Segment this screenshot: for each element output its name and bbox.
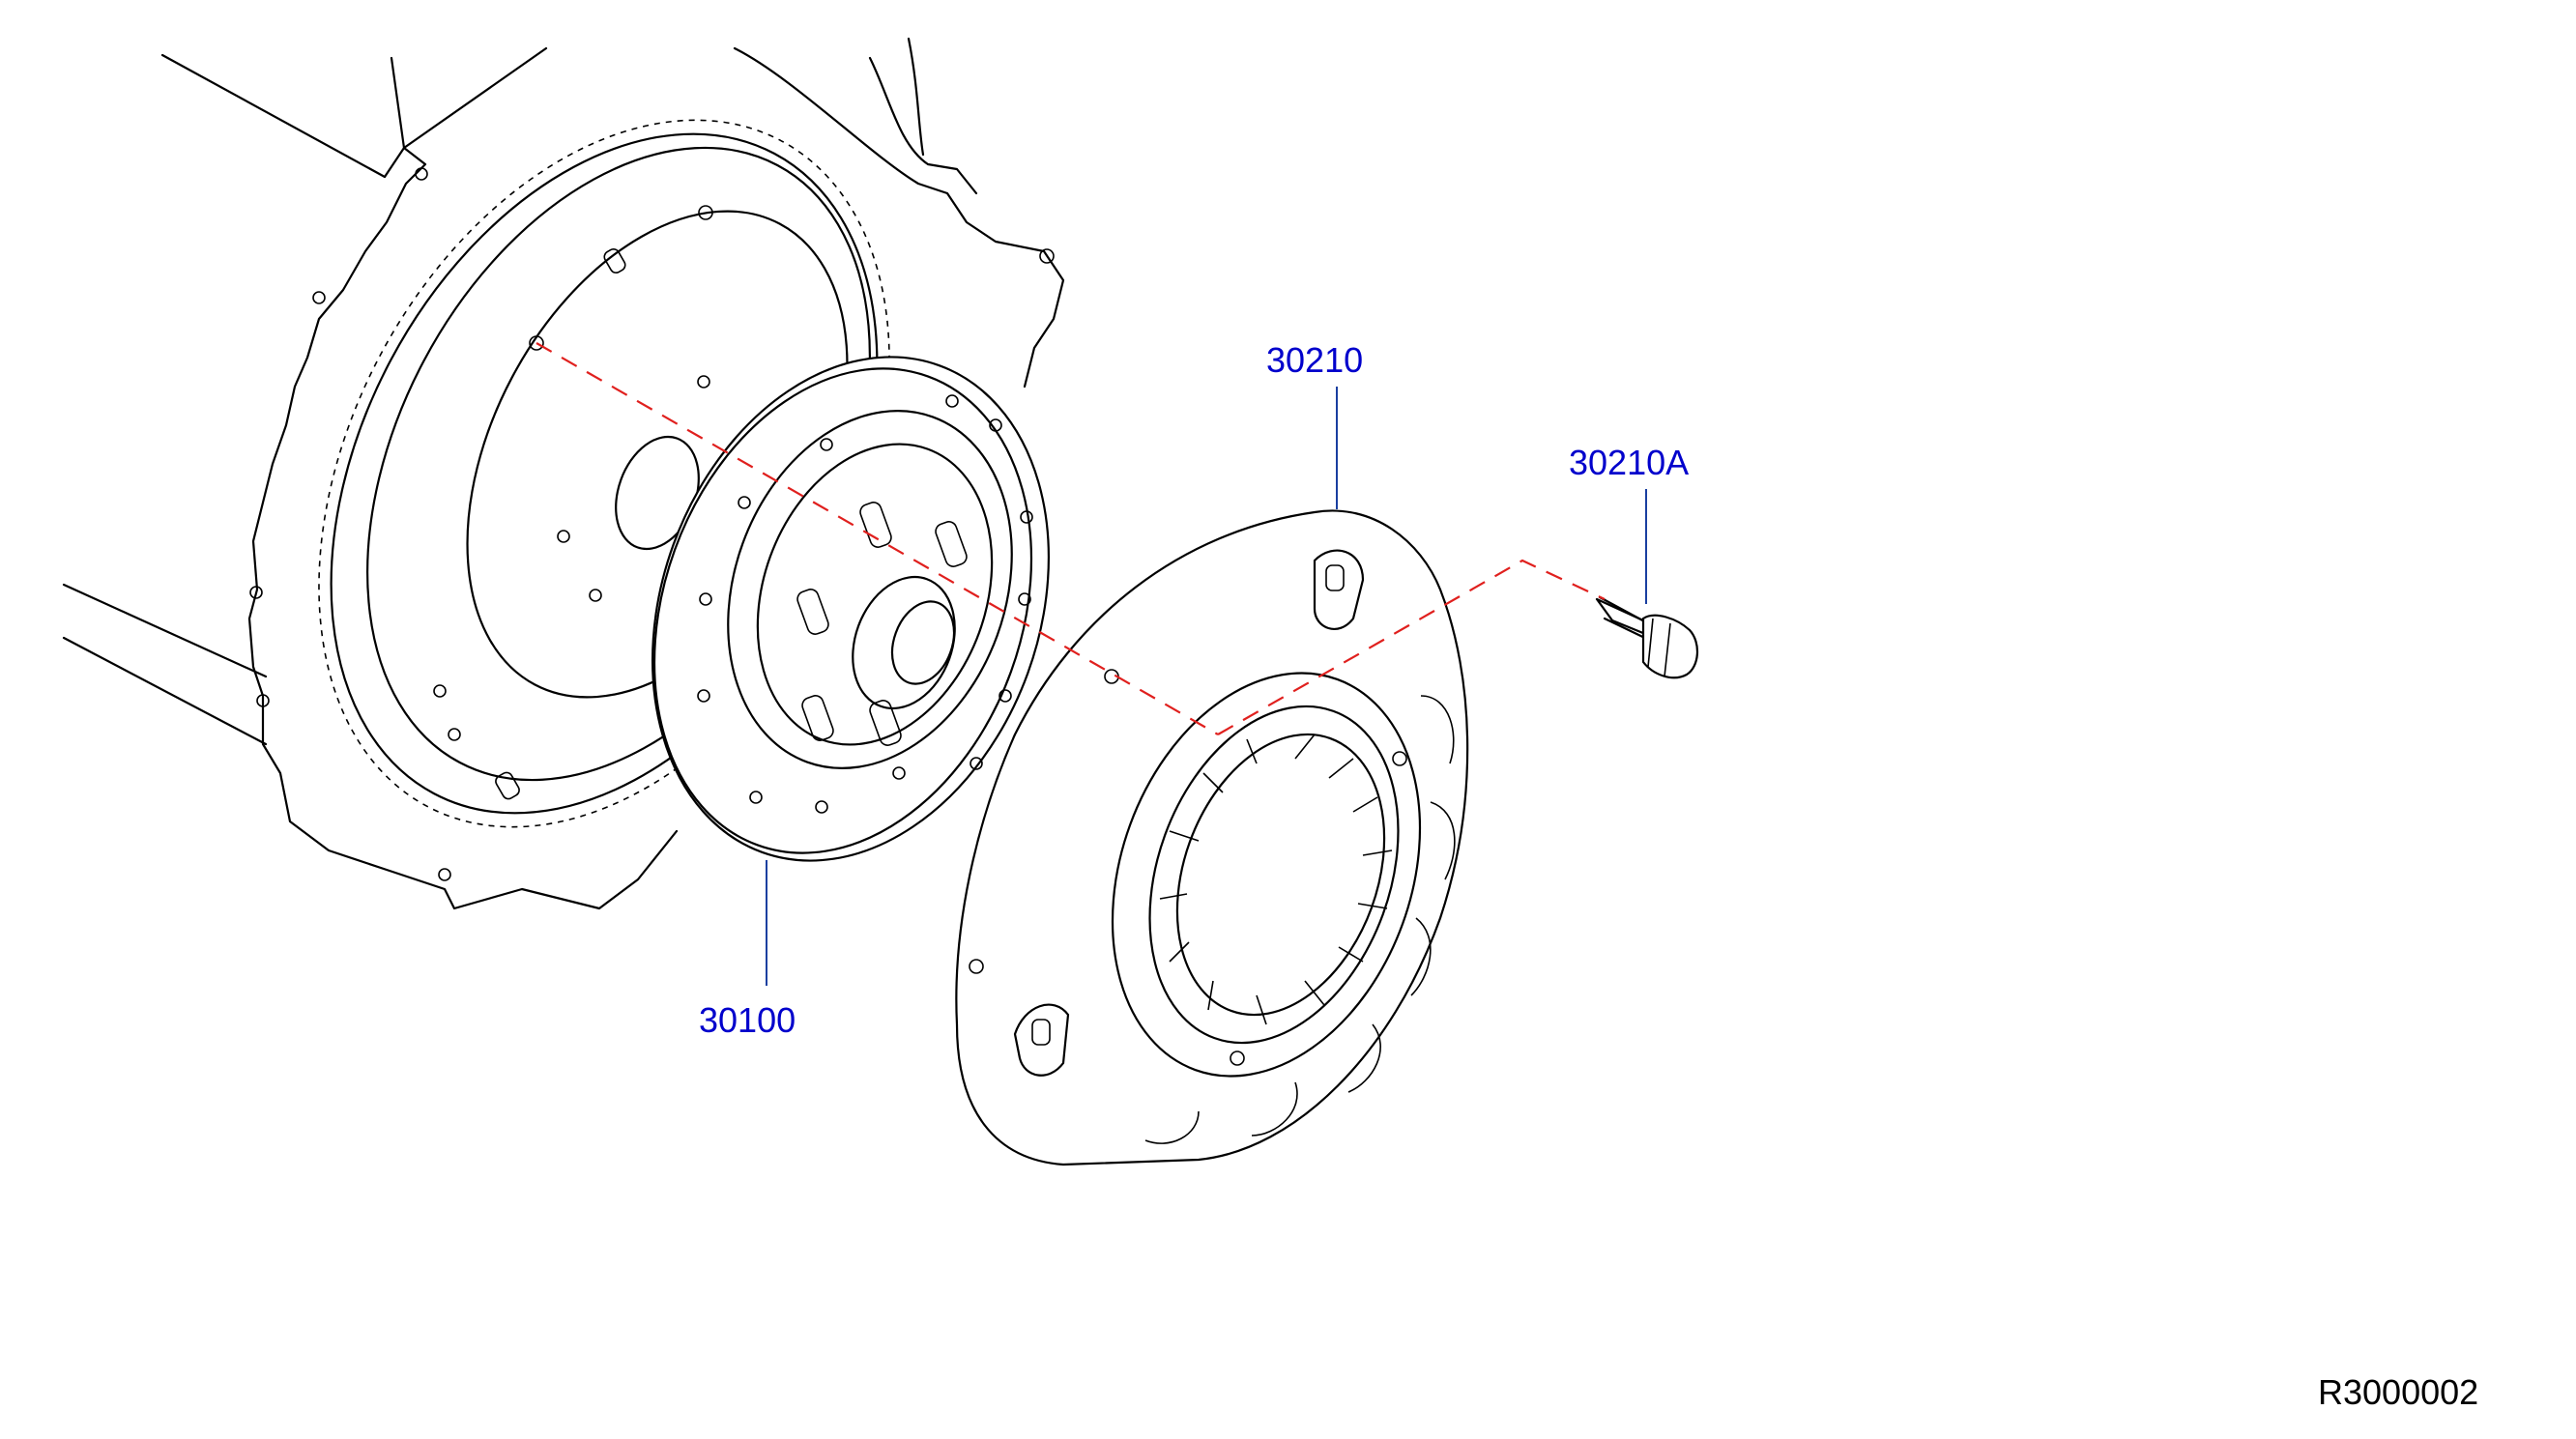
part-number-30210: 30210 bbox=[1266, 340, 1364, 380]
part-number-30100: 30100 bbox=[699, 1000, 796, 1040]
clutch-disc bbox=[651, 356, 1050, 862]
alignment-centerline bbox=[535, 342, 1606, 735]
diagram-reference-code: R3000002 bbox=[2318, 1372, 2479, 1412]
transmission-housing bbox=[62, 37, 1065, 910]
clutch-cover-bolt bbox=[1595, 595, 1698, 679]
clutch-cover bbox=[955, 509, 1469, 1166]
part-number-30210a: 30210A bbox=[1569, 443, 1690, 482]
